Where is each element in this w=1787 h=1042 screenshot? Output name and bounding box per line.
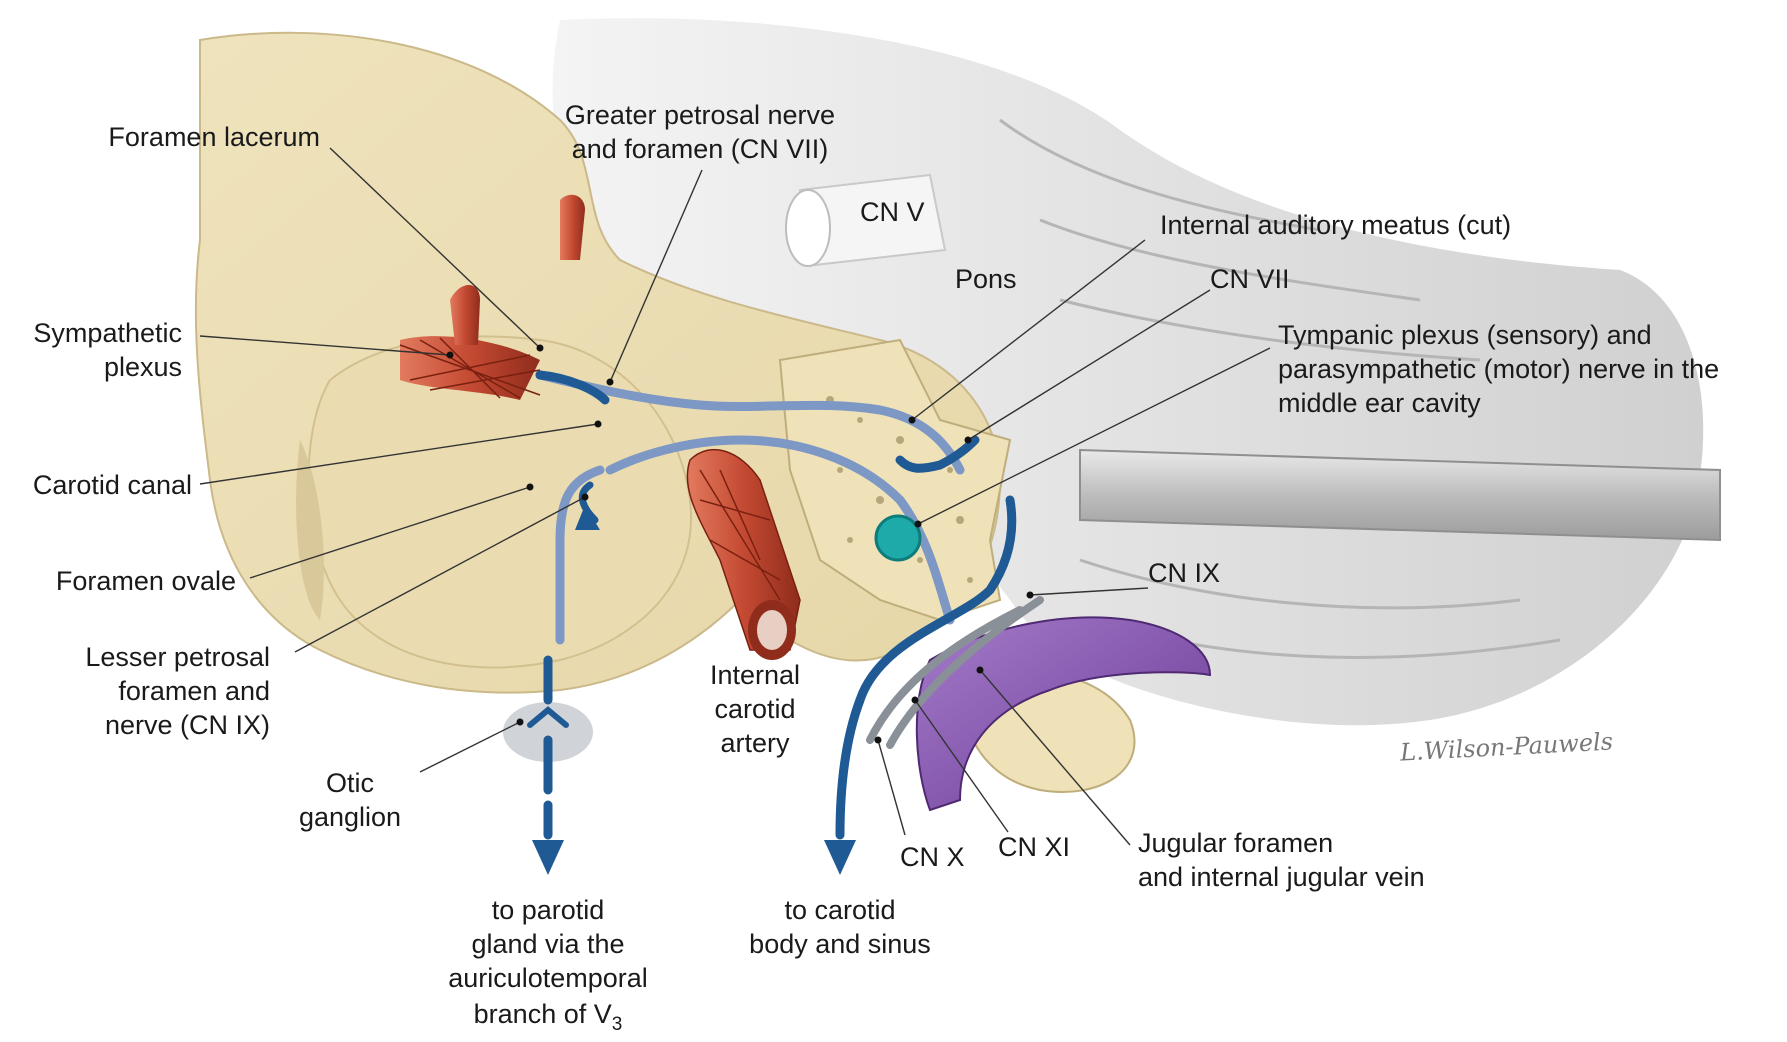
label-ica-line2: carotid: [690, 692, 820, 726]
label-jugular-line2: and internal jugular vein: [1138, 860, 1425, 894]
label-lesser-petrosal-line1: Lesser petrosal: [20, 640, 270, 674]
label-cn-ix: CN IX: [1148, 556, 1220, 590]
label-carotid-canal: Carotid canal: [0, 468, 192, 502]
label-tympanic-line3: middle ear cavity: [1278, 386, 1481, 420]
label-parotid-line4-text: branch of V: [474, 999, 612, 1029]
label-cn-xi: CN XI: [998, 830, 1070, 864]
label-internal-auditory-meatus: Internal auditory meatus (cut): [1160, 208, 1511, 242]
label-cn-x: CN X: [900, 840, 965, 874]
label-cn-v: CN V: [860, 195, 925, 229]
label-otic-line1: Otic: [280, 766, 420, 800]
label-parotid-line2: gland via the: [398, 927, 698, 961]
label-foramen-lacerum: Foramen lacerum: [40, 120, 320, 154]
label-otic-line2: ganglion: [280, 800, 420, 834]
label-parotid-line4: branch of V3: [398, 997, 698, 1042]
label-ica-line3: artery: [690, 726, 820, 760]
label-greater-petrosal-line2: and foramen (CN VII): [520, 132, 880, 166]
label-greater-petrosal-line1: Greater petrosal nerve: [520, 98, 880, 132]
label-foramen-ovale: Foramen ovale: [0, 564, 236, 598]
label-jugular-line1: Jugular foramen: [1138, 826, 1333, 860]
label-tympanic-line2: parasympathetic (motor) nerve in the: [1278, 352, 1719, 386]
tympanic-plexus: [876, 516, 920, 560]
label-lesser-petrosal-line3: nerve (CN IX): [20, 708, 270, 742]
label-carotid-body-line2: body and sinus: [700, 927, 980, 961]
label-carotid-body-line1: to carotid: [700, 893, 980, 927]
label-sympathetic-line1: Sympathetic: [0, 316, 182, 350]
parotid-arrow: [532, 840, 564, 875]
label-lesser-petrosal-line2: foramen and: [20, 674, 270, 708]
label-parotid-subscript: 3: [612, 1014, 623, 1035]
label-tympanic-line1: Tympanic plexus (sensory) and: [1278, 318, 1652, 352]
label-parotid-line1: to parotid: [398, 893, 698, 927]
carotid-body-arrow: [824, 840, 856, 875]
label-cn-vii: CN VII: [1210, 262, 1290, 296]
label-parotid-line3: auriculotemporal: [398, 961, 698, 995]
label-ica-line1: Internal: [690, 658, 820, 692]
label-sympathetic-line2: plexus: [0, 350, 182, 384]
label-pons: Pons: [955, 262, 1017, 296]
